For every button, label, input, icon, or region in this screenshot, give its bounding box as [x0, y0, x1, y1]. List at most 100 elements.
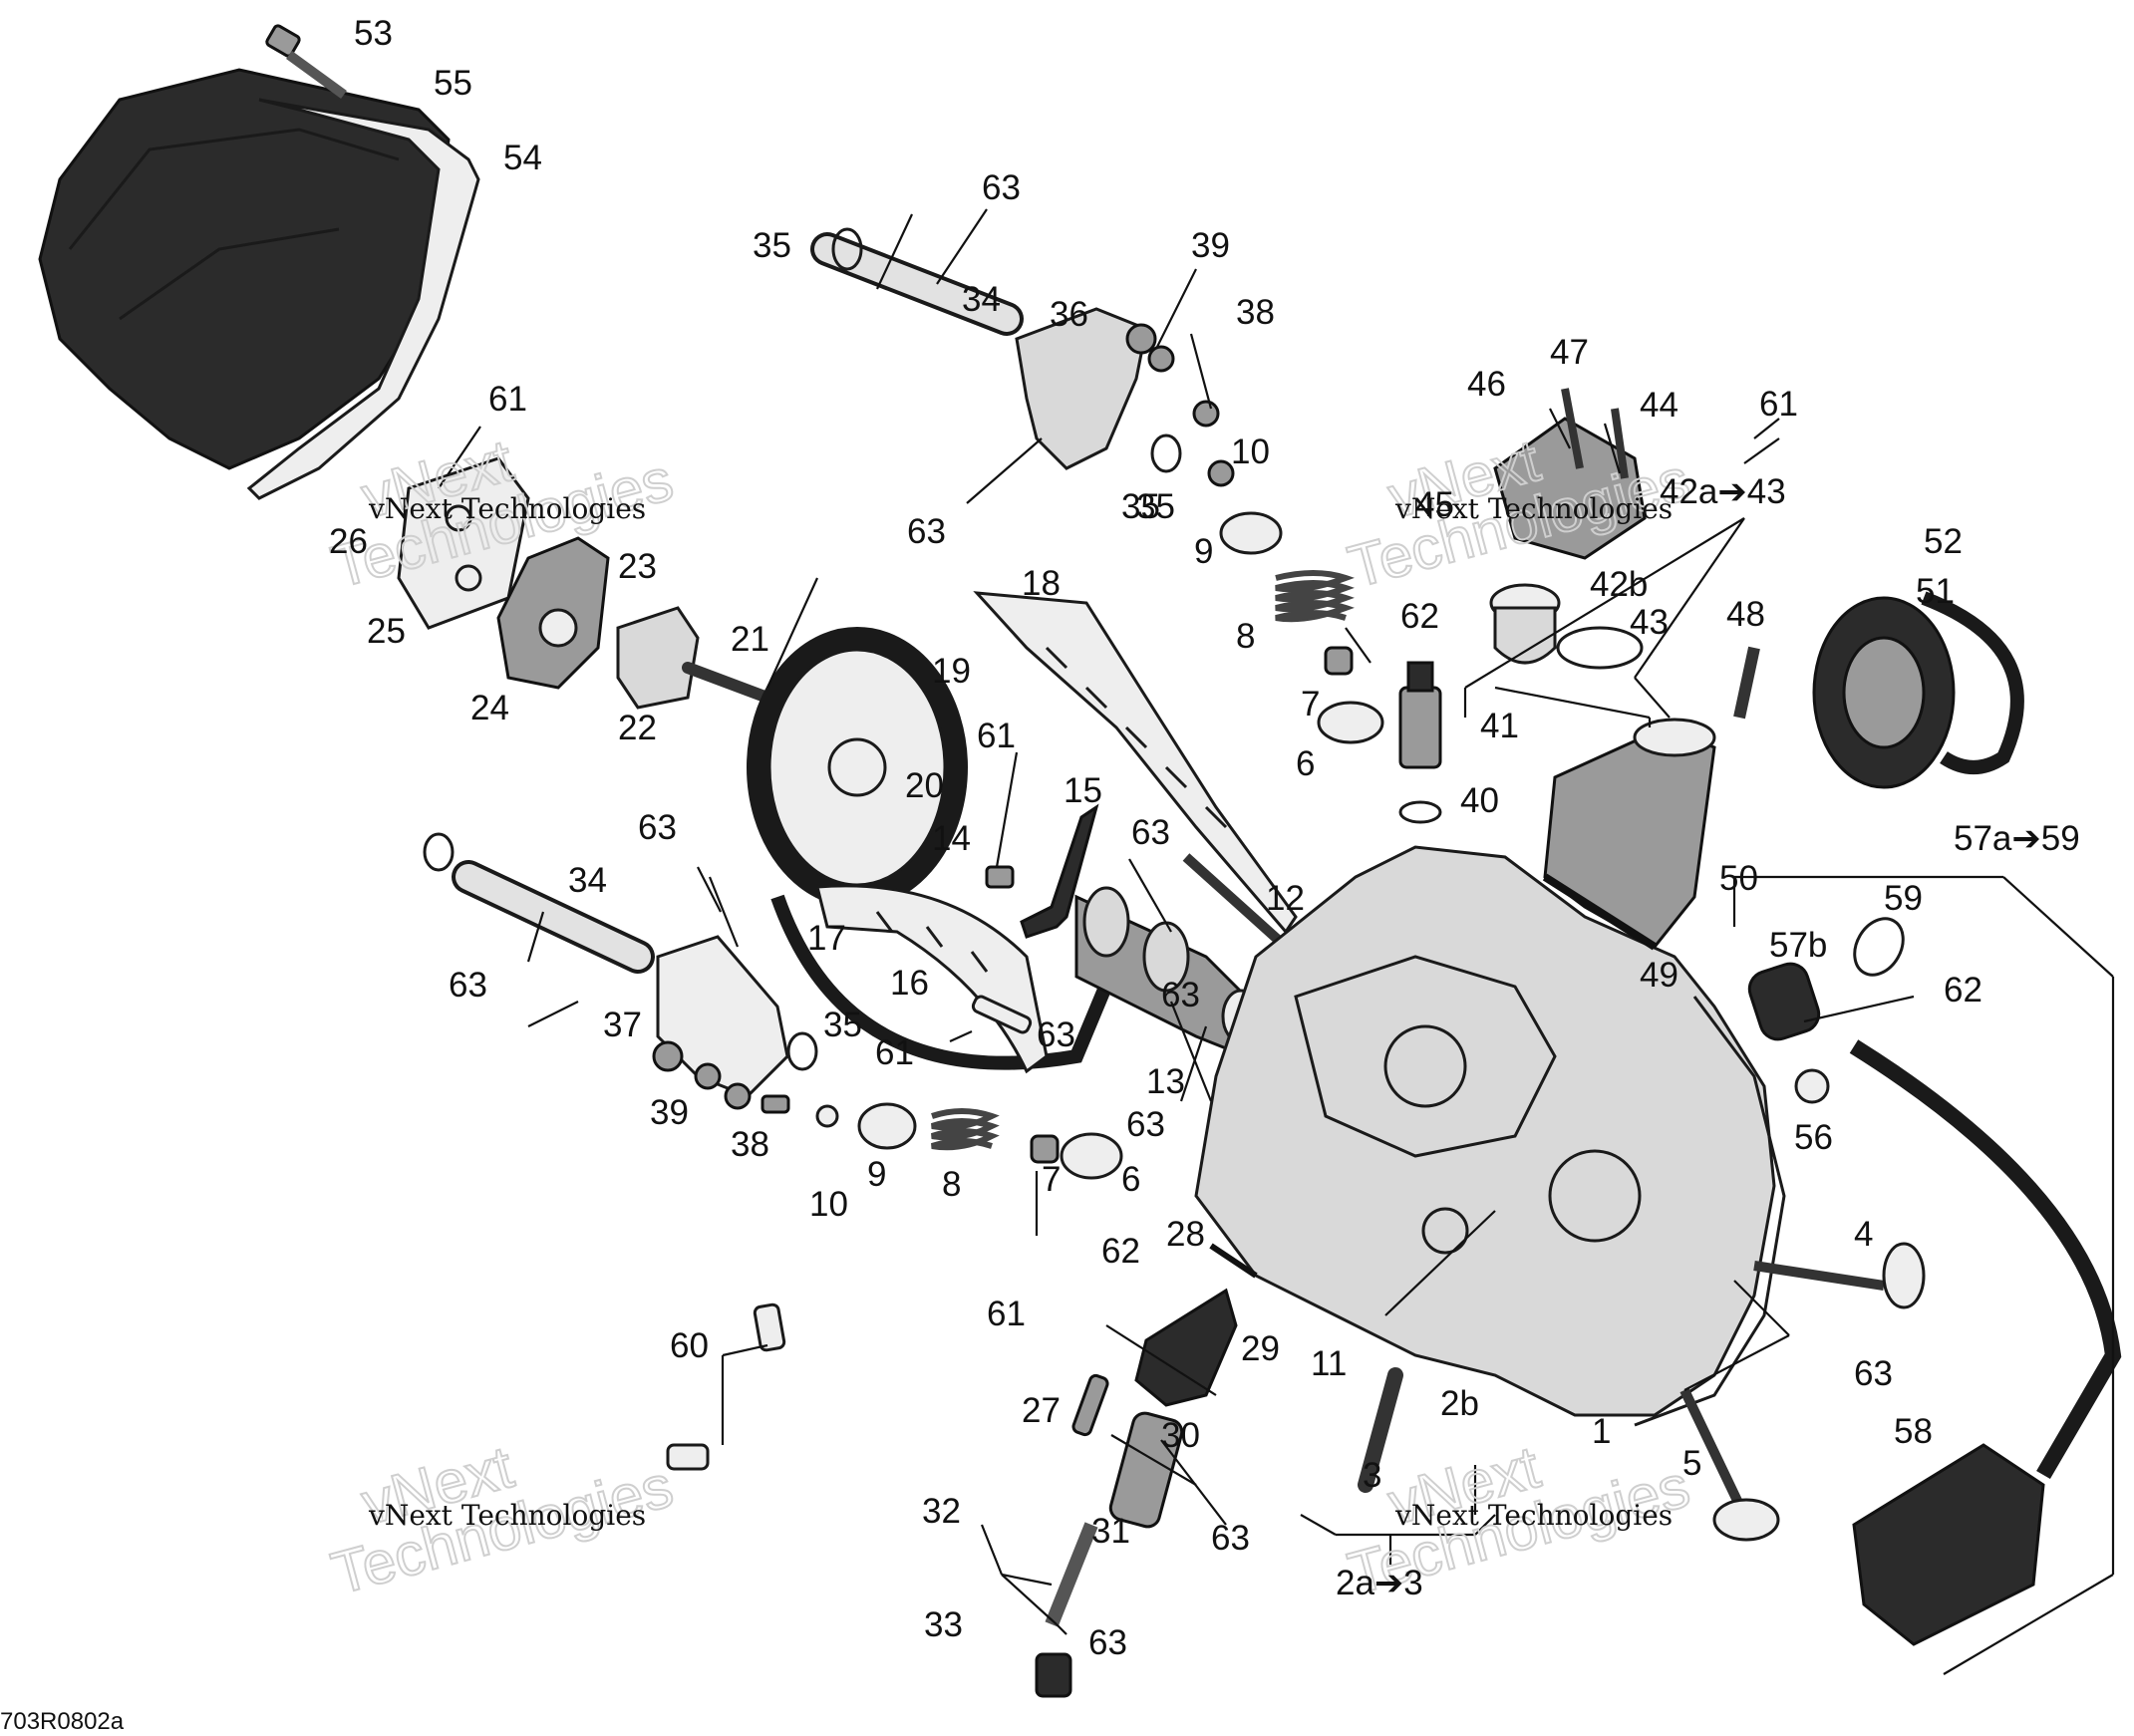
part-label: 6 [1121, 1160, 1140, 1199]
part-label: 57a➔59 [1954, 819, 2080, 858]
part-label: 26 [329, 522, 368, 561]
part-label: 22 [618, 709, 657, 747]
valve-guide-3 [1358, 1367, 1403, 1493]
part-label: 63 [1131, 813, 1170, 852]
washer-6-upper [1317, 701, 1384, 744]
chain-guide-17 [815, 884, 1049, 1074]
part-label: 37 [603, 1006, 642, 1044]
part-label: 23 [618, 547, 657, 586]
part-label: 53 [354, 14, 393, 53]
cylinder-head [1194, 845, 1786, 1427]
bolt-53 [265, 24, 347, 100]
part-label: 35 [753, 226, 791, 265]
nut-56 [1794, 1068, 1830, 1104]
washer-35-upper [1150, 434, 1182, 473]
part-label: 63 [1088, 1623, 1127, 1662]
part-label: 9 [867, 1155, 886, 1194]
part-label: 36 [1050, 295, 1088, 334]
bolt-12 [1182, 853, 1290, 951]
boot-57b [1747, 962, 1821, 1041]
part-label: 48 [1726, 595, 1765, 634]
part-label: 40 [1460, 781, 1499, 820]
part-label: 2a➔3 [1336, 1564, 1423, 1602]
part-label: 5 [1682, 1444, 1701, 1483]
rocker-shaft-lower [452, 860, 655, 974]
washer-35-lower-left [423, 832, 455, 872]
part-label: 52 [1924, 522, 1963, 561]
part-label: 32 [922, 1492, 961, 1531]
block-22 [616, 606, 700, 710]
part-label: 16 [890, 964, 929, 1003]
intake-50 [1543, 718, 1716, 949]
part-label: 7 [1042, 1160, 1061, 1199]
part-label: 17 [807, 919, 846, 958]
valve-train-lower [761, 1094, 1123, 1180]
part-label: 62 [1400, 597, 1439, 636]
rocker-arm-upper [1015, 307, 1175, 470]
part-label: 15 [1064, 771, 1102, 810]
pin-21 [682, 662, 773, 704]
part-label: 2b [1440, 1384, 1479, 1423]
screw-14 [985, 865, 1015, 889]
part-label: 55 [434, 64, 472, 103]
valve-5 [1679, 1387, 1780, 1542]
part-label: 1 [1592, 1412, 1611, 1451]
part-label: 60 [670, 1326, 709, 1365]
cover-24 [496, 536, 610, 690]
part-label: 9 [1194, 532, 1213, 571]
part-label: 61 [875, 1033, 914, 1072]
part-label: 59 [1884, 879, 1923, 918]
part-label: 41 [1480, 707, 1519, 745]
part-label: 63 [1211, 1519, 1250, 1558]
part-label: 39 [1191, 226, 1230, 265]
seal-7-upper [1324, 646, 1354, 676]
part-label: 38 [1236, 293, 1275, 332]
part-label: 63 [638, 808, 677, 847]
part-label: 61 [488, 380, 527, 419]
part-label: 54 [503, 139, 542, 177]
part-label: 62 [1101, 1232, 1140, 1271]
part-label: 63 [449, 966, 487, 1005]
part-label: 24 [470, 689, 509, 727]
part-label: 61 [1759, 385, 1798, 424]
part-label: 19 [932, 652, 971, 691]
part-label: 31 [1091, 1512, 1130, 1551]
part-label: 56 [1794, 1118, 1833, 1157]
bolt-48 [1733, 646, 1760, 720]
part-label: 57b [1769, 926, 1827, 965]
part-label: 50 [1719, 859, 1758, 898]
part-label: 38 [731, 1125, 769, 1164]
oring-43 [1556, 626, 1644, 670]
part-label: 61 [987, 1295, 1026, 1333]
part-label: 62 [1944, 971, 1982, 1010]
part-label: 42a➔43 [1660, 472, 1786, 511]
part-labels: 53 55 54 35 34 36 39 38 10 35 9 63 63 61… [329, 14, 2080, 1662]
part-label: 42b [1590, 565, 1648, 604]
chain-guide-18 [973, 591, 1298, 935]
part-label: 63 [1854, 1354, 1893, 1393]
part-label: 14 [932, 819, 971, 858]
tensioner-assembly [1035, 1243, 1258, 1698]
rocker-arm-lower [652, 935, 789, 1110]
part-label: 29 [1241, 1329, 1280, 1368]
part-label: 8 [942, 1165, 961, 1204]
watermark-company-d: vNext Technologies [1394, 1499, 1673, 1532]
part-label: 35 [823, 1006, 862, 1044]
seal-49 [1542, 873, 1658, 951]
sensor-41 [1398, 661, 1442, 769]
pin-16 [971, 995, 1033, 1034]
part-label: 27 [1022, 1391, 1061, 1430]
reference-code: 703R0802a [0, 1708, 125, 1735]
part-label: 8 [1236, 617, 1255, 656]
thermostat-42b [1489, 583, 1561, 665]
oring-59 [1853, 917, 1905, 977]
lever-15 [1020, 803, 1099, 939]
valve-4 [1753, 1242, 1926, 1309]
part-label: 47 [1550, 333, 1589, 372]
rocker-shaft-upper [810, 227, 1024, 336]
thermostat-housing [1493, 388, 1647, 560]
part-label: 34 [962, 280, 1001, 319]
part-label: 12 [1266, 879, 1305, 918]
part-label: 18 [1022, 564, 1061, 603]
